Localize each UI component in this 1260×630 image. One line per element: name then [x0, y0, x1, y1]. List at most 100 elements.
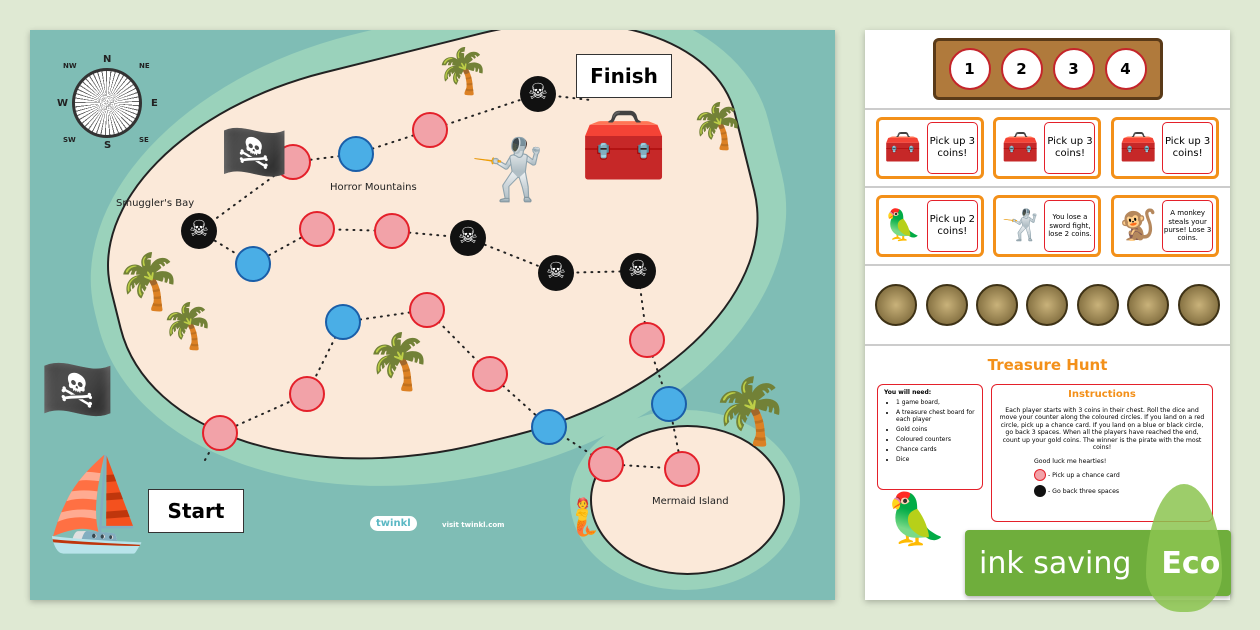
chest-board: 1 2 3 4 [865, 30, 1230, 110]
key-red-text: - Pick up a chance card [1047, 472, 1120, 480]
compass-nw: NW [63, 62, 77, 70]
card-text: Pick up 3 coins! [1162, 122, 1214, 174]
mermaid-island-label: Mermaid Island [652, 496, 729, 507]
twinkl-logo: twinkl [370, 516, 417, 531]
treasure-chest-icon: 🧰 [884, 130, 922, 165]
card-text: Pick up 3 coins! [926, 122, 978, 174]
start-sign: Start [148, 489, 244, 533]
chest-slot: 3 [1052, 48, 1095, 90]
compass-se: SE [139, 136, 149, 144]
compass-ne: NE [139, 62, 150, 70]
treasure-chest-icon: 🧰 [1119, 130, 1157, 165]
blue-space [531, 409, 567, 445]
gold-coin-icon [1177, 284, 1220, 326]
red-space [588, 446, 624, 482]
instructions-title: Instructions [1068, 389, 1136, 400]
sheet-title: Treasure Hunt [987, 356, 1108, 374]
chance-card: 🤺You lose a sword fight, lose 2 coins. [993, 195, 1102, 257]
compass-sw: SW [63, 136, 76, 144]
horror-mountains-label: Horror Mountains [330, 182, 417, 193]
mermaid-tail-icon: 🧜 [560, 497, 605, 538]
red-space [299, 211, 335, 247]
red-space [472, 356, 508, 392]
skull-space-icon: ☠ [181, 213, 217, 249]
pirate-boy-icon: 🤺 [470, 135, 545, 205]
compass-e: E [151, 98, 158, 109]
smugglers-bay-label: Smuggler's Bay [116, 198, 195, 209]
gold-coin-icon [1026, 284, 1069, 326]
palm-tree-icon: 🌴 [710, 375, 790, 449]
compass-w: W [57, 98, 69, 109]
game-board: N S E W NE NW SE SW ☠☠☠☠☠ 🌴 🌴 🌴 🌴 🌴 🌴 🧰 … [30, 30, 835, 600]
compass-s: S [104, 140, 112, 151]
gold-coin-icon [875, 284, 918, 326]
red-circle-key-icon [1034, 469, 1046, 482]
pirate-flag-icon: 🏴‍☠️ [40, 355, 115, 425]
pirate-captain-icon: 🏴‍☠️ [220, 120, 289, 184]
mermaid-island [590, 425, 785, 575]
finish-sign: Finish [576, 54, 672, 98]
card-text: A monkey steals your purse! Lose 3 coins… [1162, 200, 1214, 252]
blue-space [235, 246, 271, 282]
compass-n: N [103, 54, 112, 65]
compass-rose-icon: N S E W NE NW SE SW [57, 55, 158, 151]
chance-card: 🧰Pick up 3 coins! [993, 117, 1102, 179]
key-black-text: - Go back three spaces [1047, 488, 1120, 496]
chance-card: 🐒A monkey steals your purse! Lose 3 coin… [1111, 195, 1220, 257]
palm-tree-icon: 🌴 [160, 301, 215, 352]
chance-card: 🦜Pick up 2 coins! [875, 195, 984, 257]
blue-space [338, 136, 374, 172]
gold-coins-row [865, 266, 1230, 346]
card-text: Pick up 2 coins! [926, 200, 978, 252]
need-item: 1 game board, [896, 399, 976, 406]
you-will-need-box: You will need: 1 game board, A treasure … [877, 384, 983, 490]
twinkl-link[interactable]: visit twinkl.com [442, 521, 505, 529]
you-will-need-title: You will need: [884, 389, 932, 396]
ink-saving-text: ink saving [979, 545, 1132, 581]
skull-space-icon: ☠ [620, 253, 656, 289]
gold-coin-icon [1076, 284, 1119, 326]
skull-space-icon: ☠ [538, 255, 574, 291]
chest-slot: 4 [1104, 48, 1147, 90]
treasure-chest-icon: 🧰 [1001, 130, 1040, 165]
chest-slot: 1 [948, 48, 991, 90]
need-item: Chance cards [896, 446, 976, 453]
red-space [275, 144, 311, 180]
gold-coin-icon [925, 284, 968, 326]
pirate-icon: 🤺 [1001, 208, 1040, 243]
instructions-text: Each player starts with 3 coins in their… [999, 407, 1205, 452]
gold-coin-icon [1127, 284, 1170, 326]
monkey-icon: 🐒 [1119, 208, 1157, 243]
skull-circle-key-icon [1034, 485, 1046, 498]
chance-card: 🧰Pick up 3 coins! [875, 117, 984, 179]
treasure-chest-board: 1 2 3 4 [932, 38, 1163, 100]
palm-tree-icon: 🌴 [115, 250, 183, 313]
blue-space [325, 304, 361, 340]
red-space [412, 112, 448, 148]
palm-tree-icon: 🌴 [365, 330, 433, 393]
red-space [664, 451, 700, 487]
eco-text: Eco [1161, 545, 1221, 581]
chance-cards-row-2: 🦜Pick up 2 coins! 🤺You lose a sword figh… [865, 188, 1230, 266]
need-item: A treasure chest board for each player [896, 409, 976, 423]
red-space [374, 213, 410, 249]
chest-slot: 2 [1000, 48, 1043, 90]
need-item: Coloured counters [896, 436, 976, 443]
red-space [409, 292, 445, 328]
pirate-ship-icon: ⛵ [40, 452, 153, 557]
instructions-box: Instructions Each player starts with 3 c… [991, 384, 1213, 522]
palm-tree-icon: 🌴 [435, 46, 490, 97]
gold-coin-icon [976, 284, 1019, 326]
skull-space-icon: ☠ [450, 220, 486, 256]
palm-tree-icon: 🌴 [690, 101, 745, 152]
skull-space-icon: ☠ [520, 76, 556, 112]
red-space [202, 415, 238, 451]
treasure-chest-icon: 🧰 [580, 104, 668, 186]
good-luck-text: Good luck me hearties! [1034, 457, 1107, 465]
red-space [289, 376, 325, 412]
red-space [629, 322, 665, 358]
chance-card: 🧰Pick up 3 coins! [1111, 117, 1220, 179]
card-text: You lose a sword fight, lose 2 coins. [1044, 200, 1096, 252]
parrot-icon: 🦜 [884, 208, 922, 243]
blue-space [651, 386, 687, 422]
